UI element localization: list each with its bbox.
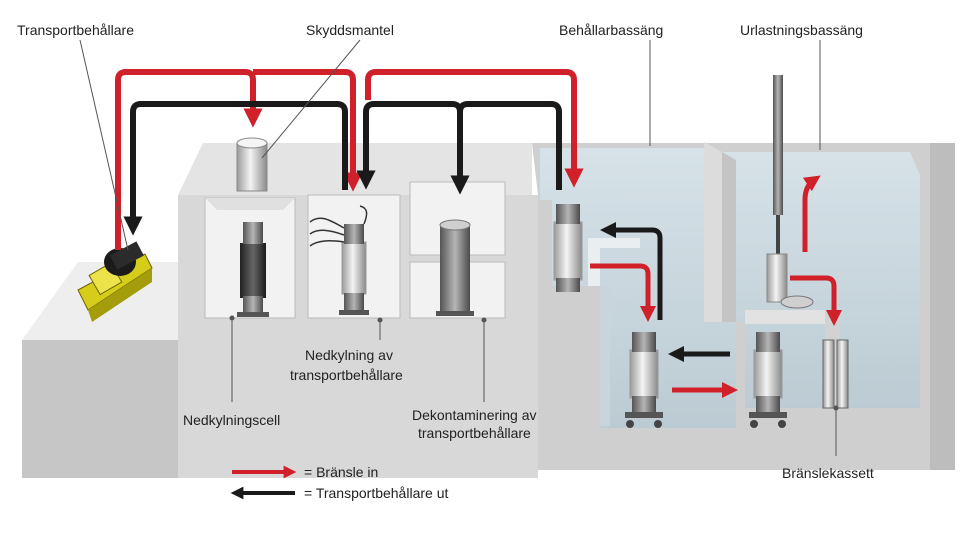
legend-container-out: = Transportbehållare ut xyxy=(304,485,448,501)
label-container-pool: Behållarbassäng xyxy=(559,22,663,38)
fuel-cassette-rack xyxy=(822,339,849,409)
container-pool-lower-left xyxy=(625,332,663,428)
container-pool-upper xyxy=(553,204,583,292)
legend-fuel-in: = Bränsle in xyxy=(304,464,378,480)
label-unloading-pool: Urlastningsbassäng xyxy=(740,22,863,38)
label-fuel-cassette: Bränslekassett xyxy=(782,465,874,481)
unloading-mast xyxy=(766,75,814,309)
black-arrow-cell-to-truck xyxy=(123,101,348,236)
shield-cylinder xyxy=(236,137,268,192)
red-arrow-to-cassette xyxy=(790,275,843,327)
black-arrow-pool-up-left xyxy=(599,221,663,320)
label-decon-line2: transportbehållare xyxy=(418,425,531,441)
red-arrow-up-to-unloading xyxy=(802,175,821,252)
container-pool xyxy=(540,148,736,428)
flow-arrows xyxy=(115,69,843,399)
leader-lines xyxy=(79,39,839,456)
red-arrow-truck-to-shield xyxy=(115,69,263,250)
container-pool-lower-right xyxy=(749,332,787,428)
label-cooling-line2: transportbehållare xyxy=(290,367,403,383)
legend: = Bränsle in = Transportbehållare ut xyxy=(230,464,448,501)
red-arrow-pool-down xyxy=(590,263,657,323)
container-decontamination xyxy=(436,219,474,316)
label-decon-line1: Dekontaminering av xyxy=(412,407,537,423)
transport-truck xyxy=(77,241,153,322)
label-cooling-line1: Nedkylning av xyxy=(305,347,393,363)
label-transport-container: Transportbehållare xyxy=(17,22,134,38)
container-transport-cooling xyxy=(309,205,369,315)
red-arrow-shield-to-cell xyxy=(253,69,363,192)
label-cooling-cell: Nedkylningscell xyxy=(183,412,280,428)
label-shield: Skyddsmantel xyxy=(306,22,394,38)
black-arrow-pool-to-decon xyxy=(450,101,562,195)
container-cooling-cell xyxy=(237,222,269,317)
red-arrow-to-pool xyxy=(365,69,584,188)
